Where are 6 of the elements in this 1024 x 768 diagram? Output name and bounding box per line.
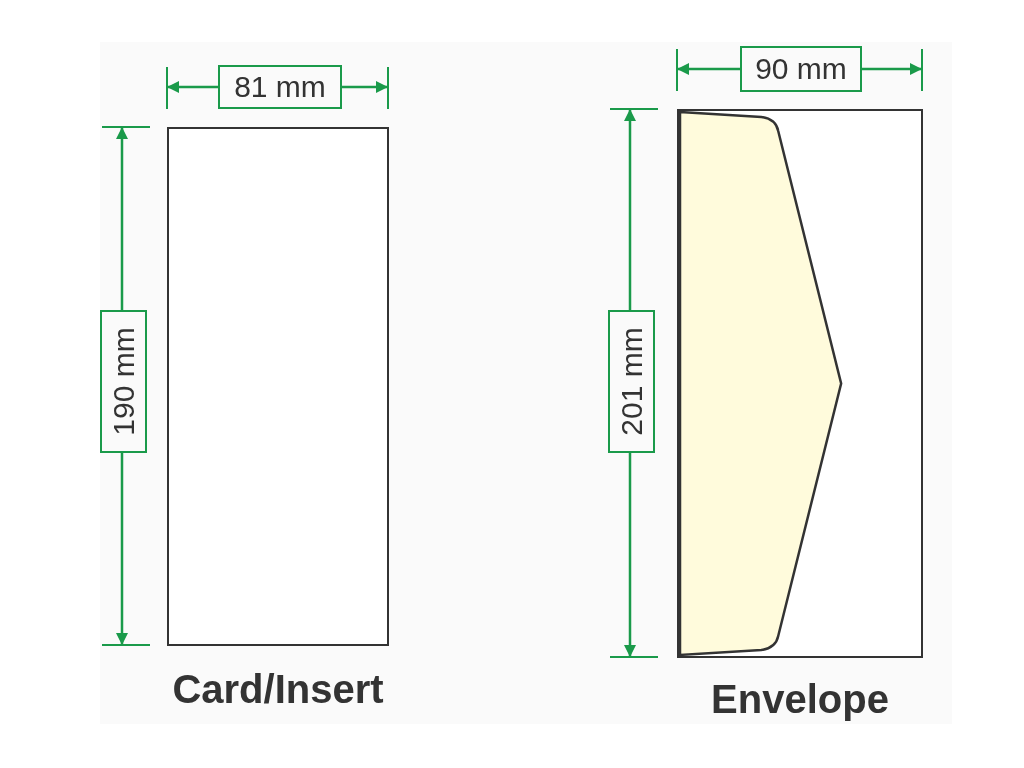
node-label: Card/Insert bbox=[171, 667, 385, 712]
node-label: Envelope bbox=[710, 677, 890, 722]
dimension-label: 201 mm bbox=[608, 310, 655, 453]
dimension-label: 90 mm bbox=[740, 46, 862, 92]
dimension-label: 190 mm bbox=[100, 310, 147, 453]
dimension-label: 81 mm bbox=[218, 65, 342, 109]
